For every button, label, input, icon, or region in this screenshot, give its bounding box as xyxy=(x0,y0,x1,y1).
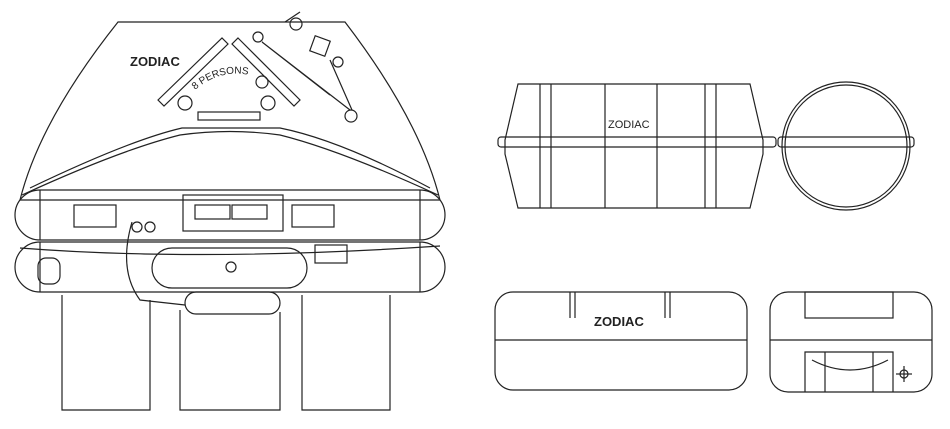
raft-brand-label: ZODIAC xyxy=(130,54,180,69)
crosshair-mark xyxy=(896,366,912,382)
canopy-window xyxy=(197,111,261,121)
ballast-bags xyxy=(61,295,391,411)
box-container-end-view xyxy=(769,291,933,393)
cylinder-brand-label: ZODIAC xyxy=(608,119,650,131)
lower-buoyancy-tube xyxy=(14,241,446,293)
gas-cylinder xyxy=(184,291,281,315)
canopy-lights xyxy=(177,31,358,123)
cylinder-container-end-view xyxy=(777,81,915,211)
upper-buoyancy-tube xyxy=(14,189,446,241)
box-container-side-view: ZODIAC xyxy=(494,291,748,391)
raft-capacity-label: 8 PERSONS xyxy=(190,66,250,93)
box-brand-label: ZODIAC xyxy=(594,314,644,329)
boarding-ramp-straps xyxy=(157,37,301,107)
cylinder-container-side-view: ZODIAC xyxy=(497,83,777,209)
inflated-liferaft: ZODIAC 8 PERSONS xyxy=(14,11,446,411)
inflation-line xyxy=(125,221,186,306)
canopy xyxy=(19,11,441,201)
carry-handle xyxy=(811,359,889,371)
